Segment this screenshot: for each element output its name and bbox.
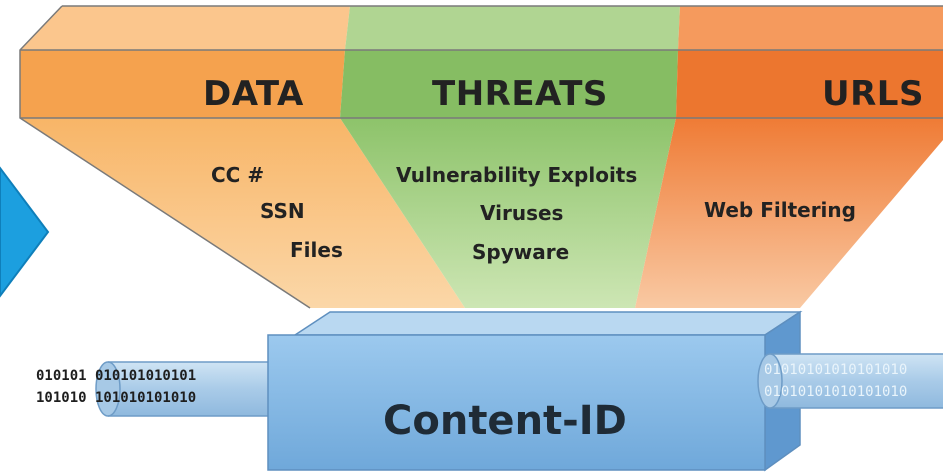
data-item-files: Files [290, 238, 343, 262]
output-pipe [757, 353, 943, 409]
bitstream-right-top: 01010101010101010 [764, 362, 908, 378]
threats-item-viruses: Viruses [480, 201, 564, 225]
funnel-outline [19, 5, 943, 309]
content-id-box [267, 310, 803, 472]
input-pipe [95, 361, 293, 417]
data-funnel [20, 6, 465, 308]
direction-arrow-icon [0, 166, 50, 298]
urls-item-web-filtering: Web Filtering [704, 198, 856, 222]
data-header: DATA [203, 74, 304, 114]
threats-item-exploits: Vulnerability Exploits [396, 163, 638, 187]
content-id-label: Content-ID [383, 398, 627, 444]
data-item-ssn: SSN [260, 199, 305, 223]
urls-header: URLS [822, 74, 924, 114]
threats-funnel [340, 6, 680, 308]
threats-item-spyware: Spyware [472, 240, 570, 264]
data-item-cc: CC # [211, 163, 265, 187]
urls-funnel [635, 6, 943, 308]
bitstream-right-bottom: 01010101010101010 [764, 384, 908, 400]
bitstream-left-bottom: 101010 101010101010 [36, 390, 197, 406]
bitstream-left-top: 010101 010101010101 [36, 368, 197, 384]
threats-header: THREATS [432, 74, 608, 114]
